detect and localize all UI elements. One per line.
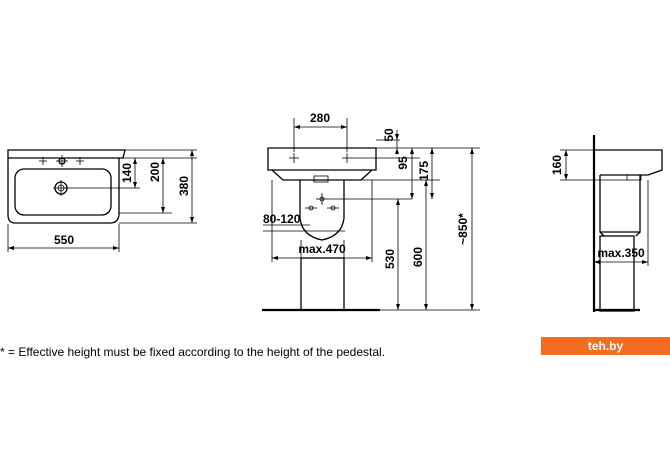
dim-95: 95	[396, 156, 410, 170]
tap-hole-left	[39, 157, 47, 165]
basin-front	[267, 147, 377, 171]
dim-850: ~850*	[456, 213, 470, 245]
dim-530: 530	[383, 249, 397, 269]
dim-50: 50	[382, 128, 396, 142]
basin-profile	[594, 149, 663, 176]
tap-mark-left	[289, 153, 299, 163]
dim-380: 380	[177, 176, 191, 196]
tap-mark-right	[342, 153, 352, 163]
pedestal-column	[300, 257, 345, 311]
tap-hole-center	[56, 155, 68, 167]
bowl-outline	[14, 168, 112, 216]
waste-points	[305, 193, 339, 211]
tap-hole-right	[76, 157, 84, 165]
side-profile: 160 max.350	[550, 135, 663, 312]
dim-80-120: 80-120	[263, 212, 301, 226]
watermark-logo: teh.by	[541, 337, 670, 355]
top-view: 550 140 200 380	[7, 149, 197, 252]
dim-200: 200	[148, 162, 162, 182]
dim-550: 550	[54, 233, 74, 247]
front-view: 280 80-120 max.470 50 95 175	[262, 111, 480, 312]
dim-280: 280	[310, 111, 330, 125]
footnote: * = Effective height must be fixed accor…	[0, 345, 386, 359]
dim-600: 600	[411, 247, 425, 267]
dim-140: 140	[120, 163, 134, 183]
dim-160: 160	[550, 155, 564, 175]
dim-max-350: max.350	[597, 246, 645, 260]
dim-175: 175	[417, 161, 431, 181]
dim-max-470: max.470	[298, 242, 346, 256]
basin-outline	[7, 149, 126, 224]
pedestal-profile	[599, 175, 641, 233]
